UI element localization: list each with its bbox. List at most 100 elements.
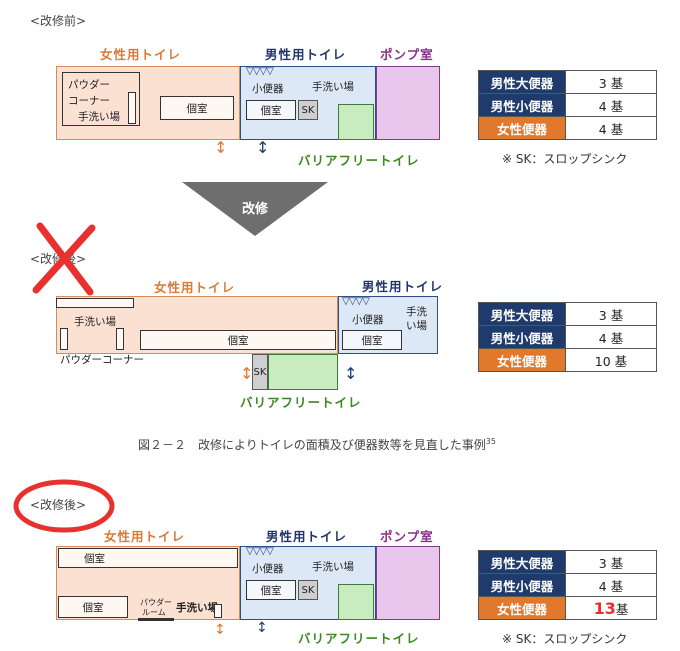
after2-stall-bottom: 個室 (58, 596, 128, 618)
table-key: 男性大便器 (478, 550, 566, 574)
table-key: 男性小便器 (478, 93, 566, 117)
table-value: 3 基 (565, 70, 657, 94)
table-key: 男性小便器 (478, 325, 566, 349)
after2-female-label: 女性用トイレ (104, 529, 186, 544)
before-wash-counter (128, 92, 136, 124)
after1-barrier-free-toilet (268, 354, 338, 390)
before-pump-label: ポンプ室 (380, 47, 434, 62)
after1-female-stall: 個室 (140, 330, 336, 350)
circle-mark-icon (13, 479, 115, 533)
table-value: 4 基 (565, 93, 657, 117)
after1-female-label: 女性用トイレ (154, 280, 236, 295)
after1-wash-m-text2: い場 (406, 320, 427, 332)
before-barrier-free-toilet (338, 104, 374, 140)
before-powder-text2: コーナー (68, 95, 110, 107)
after2-stall-top-text: 個室 (84, 553, 105, 565)
before-barrier-label: バリアフリートイレ (298, 153, 420, 168)
table-row: 女性便器 4 基 (478, 116, 657, 140)
after1-small-box1 (60, 328, 68, 350)
arrow-label: 改修 (241, 202, 268, 217)
after1-male-label: 男性用トイレ (362, 279, 444, 294)
after2-male-entrance-icon: ↕ (256, 620, 268, 636)
caption-superscript: 35 (485, 437, 496, 446)
after2-powder-text2: ルーム (142, 608, 166, 617)
down-arrow-icon (182, 182, 328, 236)
after1-male-entrance-icon: ↕ (344, 364, 358, 383)
after1-wash-text: 手洗い場 (74, 316, 116, 328)
table-value: 4 基 (565, 573, 657, 597)
before-table: 男性大便器 3 基 男性小便器 4 基 女性便器 4 基 (478, 70, 657, 140)
before-urinal-icons: ▽▽▽▽ (246, 66, 274, 77)
after2-male-label: 男性用トイレ (266, 529, 348, 544)
table-value: 4 基 (565, 325, 657, 349)
before-male-label: 男性用トイレ (265, 47, 347, 62)
table-key: 女性便器 (478, 348, 566, 372)
after2-female-entrance-icon: ↕ (214, 622, 226, 638)
before-pump-room (376, 66, 440, 140)
before-powder-corner (62, 72, 140, 126)
before-heading: <改修前> (30, 14, 87, 28)
after1-heading: <改修後> (30, 252, 87, 266)
before-female-label: 女性用トイレ (100, 47, 182, 62)
before-wash-text: 手洗い場 (78, 111, 120, 123)
after2-sk: SK (298, 580, 318, 600)
before-male-stall: 個室 (246, 100, 296, 120)
table-value: 3 基 (565, 302, 657, 326)
after1-urinal-text: 小便器 (352, 314, 384, 326)
after2-table: 男性大便器 3 基 男性小便器 4 基 女性便器 13基 (478, 550, 657, 620)
table-key: 女性便器 (478, 116, 566, 140)
after1-wash-m-text1: 手洗 (406, 306, 427, 318)
before-female-stall: 個室 (160, 96, 234, 120)
table-value: 10 基 (565, 348, 657, 372)
before-note: ※ SK：スロップシンク (502, 152, 628, 166)
table-unit: 基 (615, 601, 629, 617)
table-row: 男性大便器 3 基 (478, 70, 657, 94)
after2-urinal-text: 小便器 (252, 563, 284, 575)
after2-pump-label: ポンプ室 (380, 529, 434, 544)
table-key: 男性大便器 (478, 70, 566, 94)
after1-small-box2 (116, 328, 124, 350)
table-key: 男性大便器 (478, 302, 566, 326)
after1-powder-text: パウダーコーナー (60, 354, 144, 366)
after2-wash-text: 手洗い場 (176, 602, 218, 614)
table-row: 男性大便器 3 基 (478, 550, 657, 574)
table-key: 女性便器 (478, 596, 566, 620)
before-female-entrance-icon: ↕ (214, 138, 228, 157)
table-row: 男性小便器 4 基 (478, 325, 657, 349)
table-row: 男性小便器 4 基 (478, 93, 657, 117)
highlight-count: 13 (593, 598, 616, 618)
table-row: 男性大便器 3 基 (478, 302, 657, 326)
before-wash-m-text: 手洗い場 (312, 81, 354, 93)
figure-caption: 図２－２ 改修によりトイレの面積及び便器数等を見直した事例35 (138, 436, 496, 453)
before-male-entrance-icon: ↕ (256, 138, 270, 157)
table-row: 女性便器 13基 (478, 596, 657, 620)
caption-text: 図２－２ 改修によりトイレの面積及び便器数等を見直した事例 (138, 438, 486, 452)
after1-sk: SK (252, 354, 268, 390)
cross-mark-icon (32, 222, 96, 296)
after2-stall-top (58, 548, 238, 568)
after2-heading: <改修後> (30, 498, 87, 512)
after2-urinal-icons: ▽▽▽▽ (246, 546, 274, 557)
table-row: 男性小便器 4 基 (478, 573, 657, 597)
table-value: 13基 (565, 596, 657, 620)
after2-pump-room (376, 546, 440, 620)
before-sk: SK (298, 100, 318, 120)
after2-male-stall: 個室 (246, 580, 296, 600)
after1-male-stall: 個室 (342, 330, 402, 350)
after2-wash-m-text: 手洗い場 (312, 561, 354, 573)
after2-powder-text1: パウダー (140, 598, 172, 607)
table-value: 4 基 (565, 116, 657, 140)
table-value: 3 基 (565, 550, 657, 574)
before-powder-text1: パウダー (68, 79, 110, 91)
after2-wash-counter (214, 604, 222, 618)
after1-urinal-icons: ▽▽▽▽ (342, 296, 370, 307)
after2-powder-counter (138, 618, 174, 621)
after1-wash-counter (56, 298, 134, 308)
after2-barrier-label: バリアフリートイレ (298, 631, 420, 646)
after1-female-entrance-icon: ↕ (240, 364, 254, 383)
after1-table: 男性大便器 3 基 男性小便器 4 基 女性便器 10 基 (478, 302, 657, 372)
after1-barrier-label: バリアフリートイレ (240, 395, 362, 410)
table-row: 女性便器 10 基 (478, 348, 657, 372)
before-urinal-text: 小便器 (252, 83, 284, 95)
after2-note: ※ SK：スロップシンク (502, 632, 628, 646)
